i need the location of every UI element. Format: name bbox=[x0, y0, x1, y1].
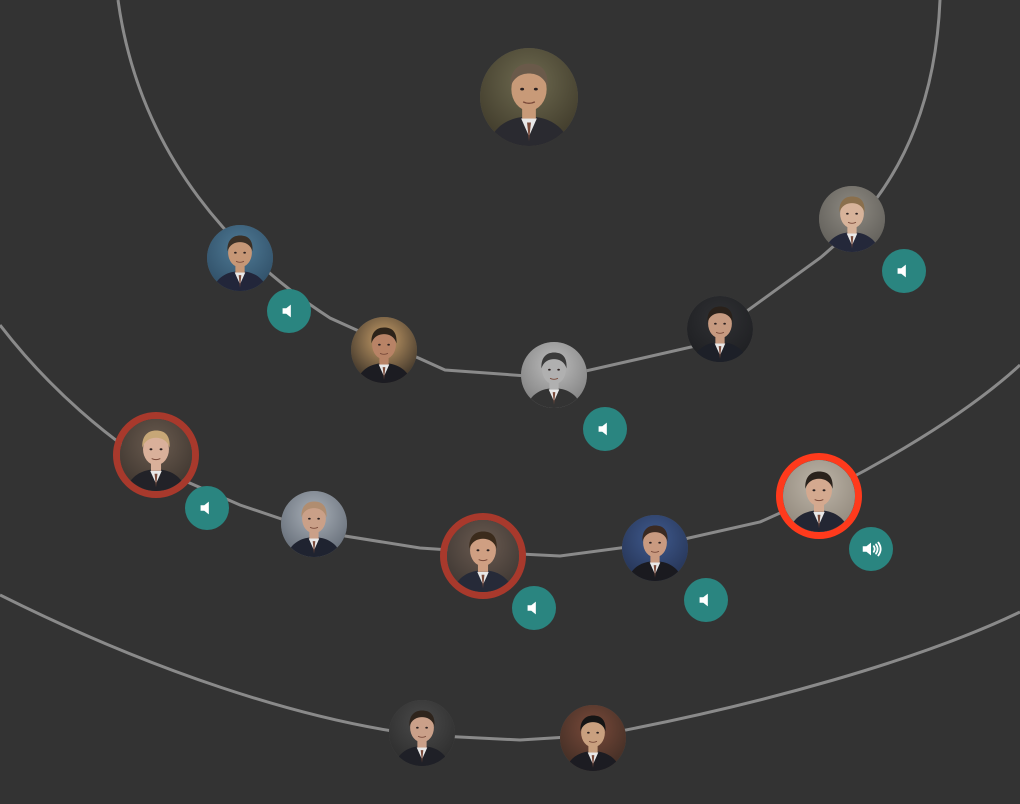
speaker-icon bbox=[523, 597, 545, 619]
portrait-photo[interactable] bbox=[622, 515, 688, 581]
speaker-icon bbox=[893, 260, 915, 282]
speaker-waves-icon bbox=[860, 538, 882, 560]
audio-button[interactable] bbox=[882, 249, 926, 293]
portrait-photo[interactable] bbox=[389, 700, 455, 766]
speaker-icon bbox=[196, 497, 218, 519]
portrait-photo[interactable] bbox=[560, 705, 626, 771]
portrait-photo[interactable] bbox=[351, 317, 417, 383]
audio-playing-button[interactable] bbox=[849, 527, 893, 571]
portrait-photo[interactable] bbox=[447, 520, 519, 592]
portrait-photo[interactable] bbox=[480, 48, 578, 146]
speaker-icon bbox=[278, 300, 300, 322]
audio-button[interactable] bbox=[684, 578, 728, 622]
portrait-photo[interactable] bbox=[281, 491, 347, 557]
portrait-photo[interactable] bbox=[207, 225, 273, 291]
portrait-photo[interactable] bbox=[783, 460, 855, 532]
audio-button[interactable] bbox=[583, 407, 627, 451]
highlight-ring bbox=[113, 412, 199, 498]
arc-middle bbox=[0, 324, 1020, 558]
portrait-photo[interactable] bbox=[819, 186, 885, 252]
audio-button[interactable] bbox=[267, 289, 311, 333]
highlight-ring bbox=[440, 513, 526, 599]
portrait-photo[interactable] bbox=[521, 342, 587, 408]
portrait-photo[interactable] bbox=[687, 296, 753, 362]
portrait-photo[interactable] bbox=[120, 419, 192, 491]
audio-button[interactable] bbox=[185, 486, 229, 530]
speaker-icon bbox=[594, 418, 616, 440]
audio-button[interactable] bbox=[512, 586, 556, 630]
active-ring bbox=[776, 453, 862, 539]
arc-lower bbox=[0, 593, 1020, 742]
speaker-icon bbox=[695, 589, 717, 611]
